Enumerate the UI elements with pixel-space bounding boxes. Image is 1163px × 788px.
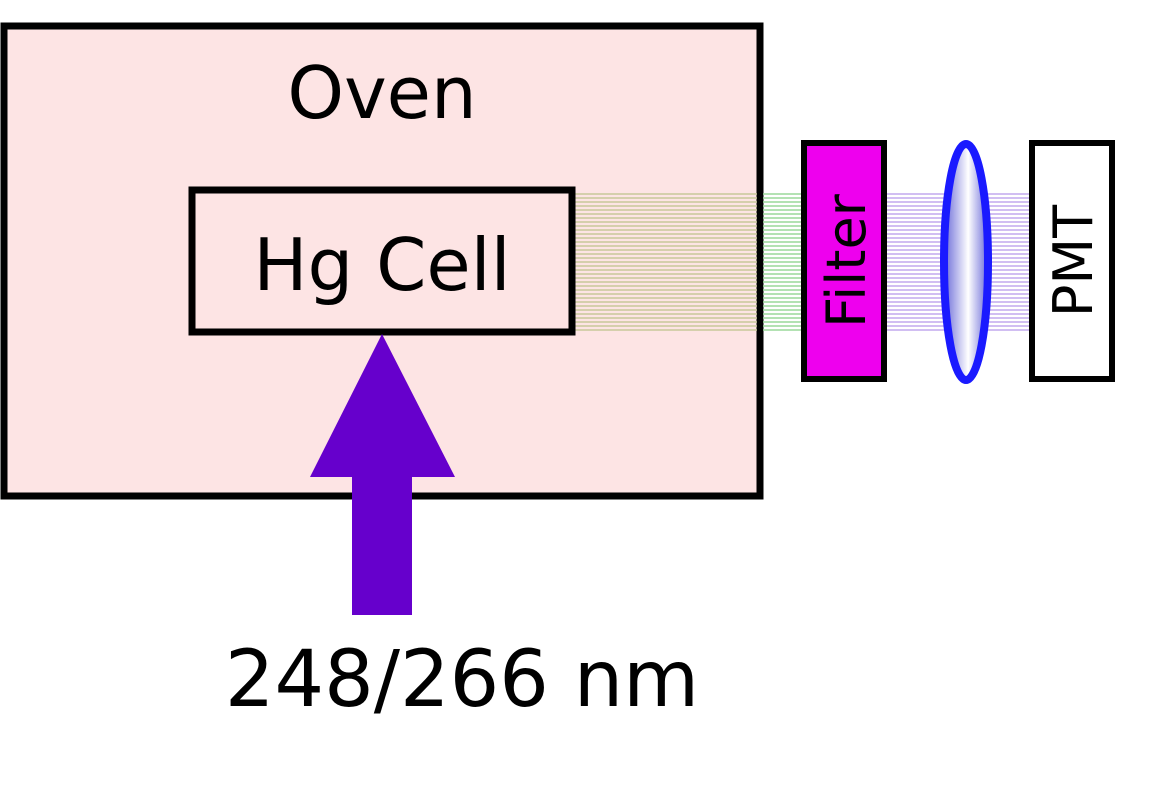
hg-cell-label: Hg Cell [253, 223, 510, 307]
fluorescence-beam-in-oven [574, 193, 757, 331]
filter-label: Filter [815, 193, 878, 328]
pmt-label: PMT [1042, 204, 1105, 317]
fluorescence-beam-to-filter [763, 193, 804, 331]
filter-box [801, 140, 887, 382]
pmt-detector-box [1029, 140, 1115, 382]
excitation-arrow [310, 334, 455, 615]
excitation-wavelength-label: 248/266 nm [225, 635, 699, 725]
hg-cell-box [188, 186, 576, 336]
lens [940, 140, 992, 384]
oven-label: Oven [287, 51, 476, 135]
